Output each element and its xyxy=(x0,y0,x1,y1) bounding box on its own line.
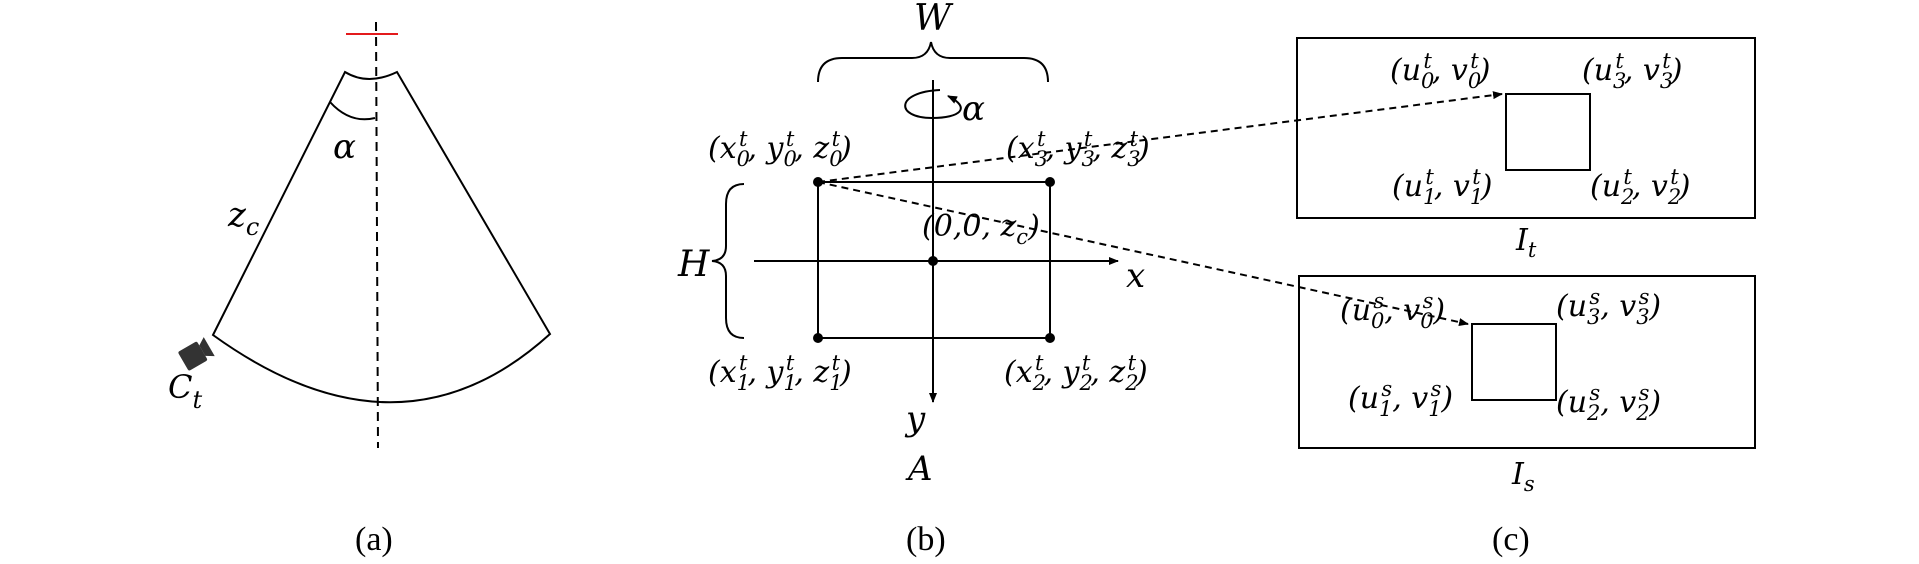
camera-icon xyxy=(178,337,215,371)
panel-b: W α x y A H (x0t, y0t, z0t) (x3t, y3t, z… xyxy=(677,0,1150,558)
a-label: A xyxy=(905,449,933,489)
caption-a: (a) xyxy=(355,521,393,558)
center-label: (0,0, zc) xyxy=(922,209,1040,249)
is-corner-label-3: (u3s, v3s) xyxy=(1556,285,1661,329)
height-brace xyxy=(711,183,745,339)
corner-dot-3 xyxy=(1045,177,1055,187)
center-dashed-axis xyxy=(375,21,379,449)
is-corner-label-2: (u2s, v2s) xyxy=(1556,381,1661,425)
fan-sector xyxy=(211,70,552,404)
width-brace xyxy=(817,41,1049,83)
image-frame-is xyxy=(1298,275,1756,449)
height-label: H xyxy=(677,244,710,285)
it-corner-label-0: (u0t, v0t) xyxy=(1390,49,1490,93)
alpha-label: α xyxy=(333,127,356,167)
projection-arrow-bottom xyxy=(817,181,1469,326)
rotation-alpha-label: α xyxy=(962,89,985,129)
corner-label-0: (x0t, y0t, z0t) xyxy=(708,127,852,171)
is-corner-label-1: (u1s, v1s) xyxy=(1348,377,1453,421)
width-label: W xyxy=(914,0,954,39)
it-corner-label-1: (u1t, v1t) xyxy=(1392,165,1492,209)
is-corner-label-0: (u0s, v0s) xyxy=(1340,289,1445,333)
caption-c: (c) xyxy=(1492,521,1530,558)
projected-box-is xyxy=(1471,323,1557,401)
corner-label-1: (x1t, y1t, z1t) xyxy=(708,351,852,395)
center-dot xyxy=(928,256,938,266)
y-axis-label: y xyxy=(904,399,926,439)
it-label: It xyxy=(1515,223,1537,262)
projection-arrow-top xyxy=(817,91,1503,183)
corner-dot-1 xyxy=(813,333,823,343)
x-axis-label: x xyxy=(1126,256,1145,296)
zc-label: zc xyxy=(227,195,259,241)
caption-b: (b) xyxy=(906,521,946,558)
corner-label-2: (x2t, y2t, z2t) xyxy=(1004,351,1148,395)
camera-label: Ct xyxy=(168,368,202,414)
corner-label-3: (x3t, y3t, z3t) xyxy=(1006,127,1150,171)
is-label: Is xyxy=(1511,457,1535,496)
it-corner-label-2: (u2t, v2t) xyxy=(1590,165,1690,209)
corner-dot-2 xyxy=(1045,333,1055,343)
projected-box-it xyxy=(1505,93,1591,171)
image-frame-it xyxy=(1296,37,1756,219)
panel-a: α zc Ct (a) xyxy=(168,21,552,558)
rotation-arrow-icon xyxy=(904,89,962,120)
panel-c: It Is (u0t, v0t) (u3t, v3t) (u1t, v1t) (… xyxy=(817,37,1756,558)
it-corner-label-3: (u3t, v3t) xyxy=(1582,49,1682,93)
alpha-angle-arc xyxy=(329,101,376,121)
